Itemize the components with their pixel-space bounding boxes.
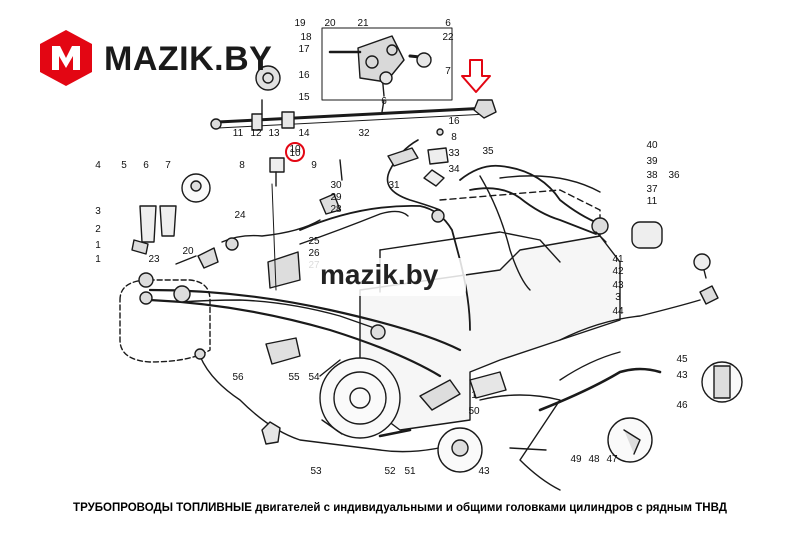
callout-number: 12 [250,128,262,139]
callout-number: 35 [482,146,494,157]
callout-number: 50 [468,406,480,417]
caption-bold: ТРУБОПРОВОДЫ ТОПЛИВНЫЕ [73,502,252,514]
callout-number: 46 [676,400,688,411]
callout-number: 39 [646,156,658,167]
highlight-circle [285,142,305,162]
callout-number: 1 [95,240,101,251]
callout-number: 43 [478,466,490,477]
callout-number: 9 [311,160,317,171]
callout-number: 41 [612,254,624,265]
callout-number: 29 [330,192,342,203]
callout-number: 23 [148,254,160,265]
callout-number: 21 [357,18,369,29]
callout-number: 32 [358,128,370,139]
callout-number: 6 [445,18,451,29]
callout-number: 25 [308,236,320,247]
callout-number: 49 [570,454,582,465]
callout-number: 3 [95,206,101,217]
callout-number: 47 [606,454,618,465]
callout-number: 48 [588,454,600,465]
callout-number: 20 [182,246,194,257]
mazik-logo [40,30,92,86]
diagram-caption: ТРУБОПРОВОДЫ ТОПЛИВНЫЕ двигателей с инди… [0,502,800,514]
callout-number: 30 [330,180,342,191]
callout-number: 26 [308,248,320,259]
callout-number: 56 [232,372,244,383]
callout-number: 7 [445,66,451,77]
callout-number: 42 [612,266,624,277]
callout-number: 14 [298,128,310,139]
callout-number: 5 [121,160,127,171]
callout-number: 19 [294,18,306,29]
callout-number: 1 [95,254,101,265]
callout-number: 36 [668,170,680,181]
watermark-text: mazik.by [320,259,439,290]
callout-number: 40 [646,140,658,151]
callout-number: 6 [381,96,387,107]
callout-number: 16 [298,70,310,81]
callout-number: 31 [388,180,400,191]
callout-number: 54 [308,372,320,383]
callout-number: 37 [646,184,658,195]
callout-number: 15 [298,92,310,103]
callout-number: 55 [288,372,300,383]
caption-rest: двигателей с индивидуальными и общими го… [255,502,727,514]
callout-number: 52 [384,466,396,477]
callout-number: 34 [448,164,460,175]
callout-number: 33 [448,148,460,159]
callout-number: 43 [676,370,688,381]
callout-number: 20 [324,18,336,29]
callout-number: 4 [95,160,101,171]
callout-number: 8 [239,160,245,171]
callout-number: 24 [234,210,246,221]
callout-number: 6 [143,160,149,171]
callout-number: 10 [289,144,301,155]
callout-number: 7 [165,160,171,171]
callout-number: 43 [612,280,624,291]
brand-name: MAZIK.BY [104,40,273,78]
callout-number: 2 [95,224,101,235]
callout-number: 11 [233,128,244,139]
callout-number: 18 [300,32,312,43]
callout-number: 16 [448,116,460,127]
callout-number: 22 [442,32,454,43]
callout-number: 38 [646,170,658,181]
callout-number: 17 [298,44,310,55]
callout-number: 13 [268,128,280,139]
callout-number: 51 [404,466,416,477]
callout-number: 1 [471,390,477,401]
callout-number: 11 [647,196,658,207]
callout-number: 3 [615,292,621,303]
callout-number: 53 [310,466,322,477]
callout-number: 28 [330,204,342,215]
highlight-label: 10 [289,148,301,159]
callout-number: 45 [676,354,688,365]
watermark: mazik.by [306,258,466,296]
callout-number: 44 [612,306,624,317]
callout-number: 8 [451,132,457,143]
